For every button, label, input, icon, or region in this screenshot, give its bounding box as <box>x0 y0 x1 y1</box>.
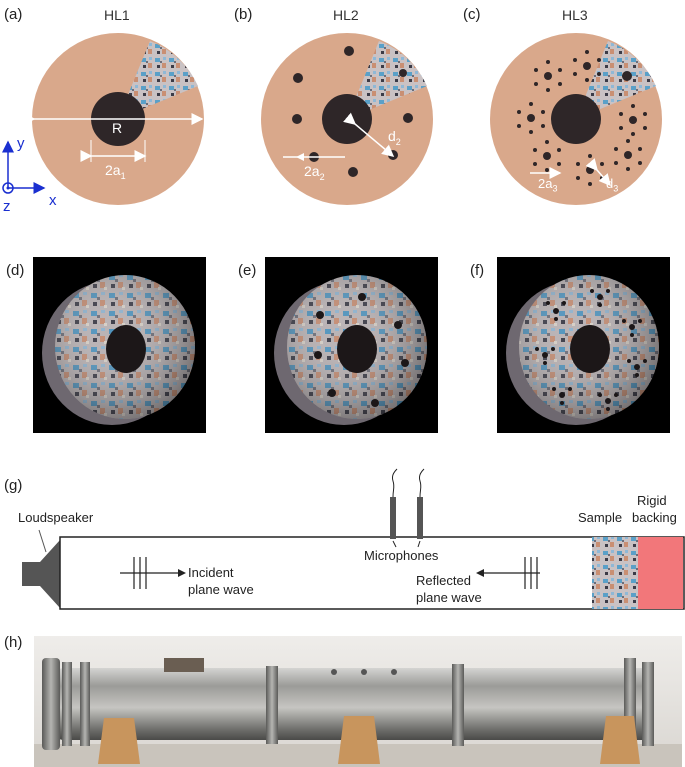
impedance-tube-photo <box>34 636 682 767</box>
panel-f-label: (f) <box>470 262 485 279</box>
panel-b-label: (b) <box>234 6 253 23</box>
top-diagrams <box>1 33 662 205</box>
axis-z-label: z <box>3 198 11 215</box>
panel-e-label: (e) <box>238 262 257 279</box>
impedance-tube-diagram <box>22 468 685 610</box>
panel-c-label: (c) <box>463 6 481 23</box>
dist-label-b: d2 <box>388 128 401 147</box>
panel-a-label: (a) <box>4 6 23 23</box>
disk-hl3 <box>490 33 662 205</box>
panel-d-label: (d) <box>6 262 25 279</box>
hole-label-c: 2a3 <box>538 176 557 194</box>
panel-g-label: (g) <box>4 477 23 494</box>
hole-c-text: 2a <box>538 176 553 191</box>
dist-b-text: d <box>388 128 396 144</box>
reflected-label-1: Reflected <box>416 573 471 588</box>
hole-b-text: 2a <box>304 163 320 179</box>
disk-hl1 <box>23 33 204 205</box>
microphones-label: Microphones <box>364 548 439 563</box>
coordinate-axes <box>1 140 46 194</box>
foam-photos <box>33 257 670 433</box>
reflected-label-2: plane wave <box>416 590 482 605</box>
axis-x-label: x <box>49 192 57 209</box>
incident-label-1: Incident <box>188 565 234 580</box>
dist-c-sub: 3 <box>613 183 619 194</box>
dist-label-c: d3 <box>606 176 618 194</box>
diameter-label-a: 2a1 <box>105 162 126 181</box>
panel-b-title: HL2 <box>333 7 359 23</box>
panel-h-label: (h) <box>4 634 23 651</box>
panel-a-title: HL1 <box>104 7 130 23</box>
loudspeaker-label: Loudspeaker <box>18 510 94 525</box>
incident-label-2: plane wave <box>188 582 254 597</box>
diameter-a-sub: 1 <box>120 170 126 181</box>
radius-label: R <box>112 120 123 136</box>
backing-label-2: backing <box>632 510 677 525</box>
diameter-a-text: 2a <box>105 162 121 178</box>
disk-hl2 <box>261 33 433 205</box>
backing-label-1: Rigid <box>637 493 667 508</box>
sample-label: Sample <box>578 510 623 525</box>
dist-c-text: d <box>606 176 614 191</box>
hole-label-b: 2a2 <box>304 163 325 182</box>
axis-y-label: y <box>17 135 25 152</box>
hole-b-sub: 2 <box>319 171 325 182</box>
dist-b-sub: 2 <box>395 136 401 147</box>
hole-c-sub: 3 <box>552 183 558 194</box>
panel-c-title: HL3 <box>562 7 588 23</box>
